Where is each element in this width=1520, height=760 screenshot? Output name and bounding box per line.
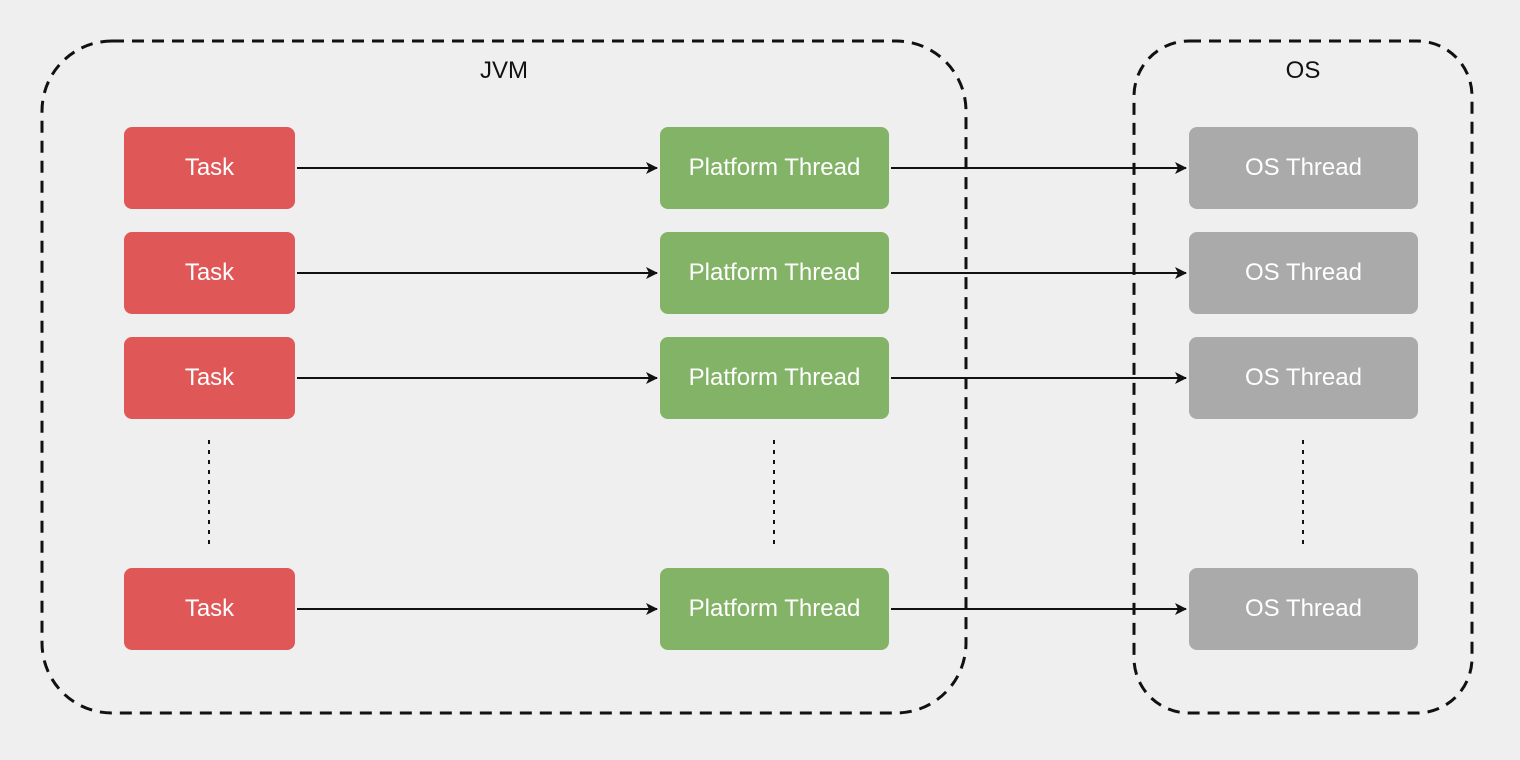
os-thread-node: OS Thread [1189,127,1418,209]
platform-thread-node: Platform Thread [660,232,889,314]
os-thread-node: OS Thread [1189,232,1418,314]
os-group-label: OS [1285,57,1321,84]
platform-thread-node: Platform Thread [660,568,889,650]
task-node: Task [124,568,295,650]
task-node: Task [124,232,295,314]
task-node: Task [124,127,295,209]
jvm-group-label: JVM [480,57,528,84]
platform-thread-node: Platform Thread [660,127,889,209]
platform-thread-node: Platform Thread [660,337,889,419]
os-thread-node: OS Thread [1189,568,1418,650]
task-node: Task [124,337,295,419]
jvm-group-border [40,39,968,715]
os-thread-node: OS Thread [1189,337,1418,419]
